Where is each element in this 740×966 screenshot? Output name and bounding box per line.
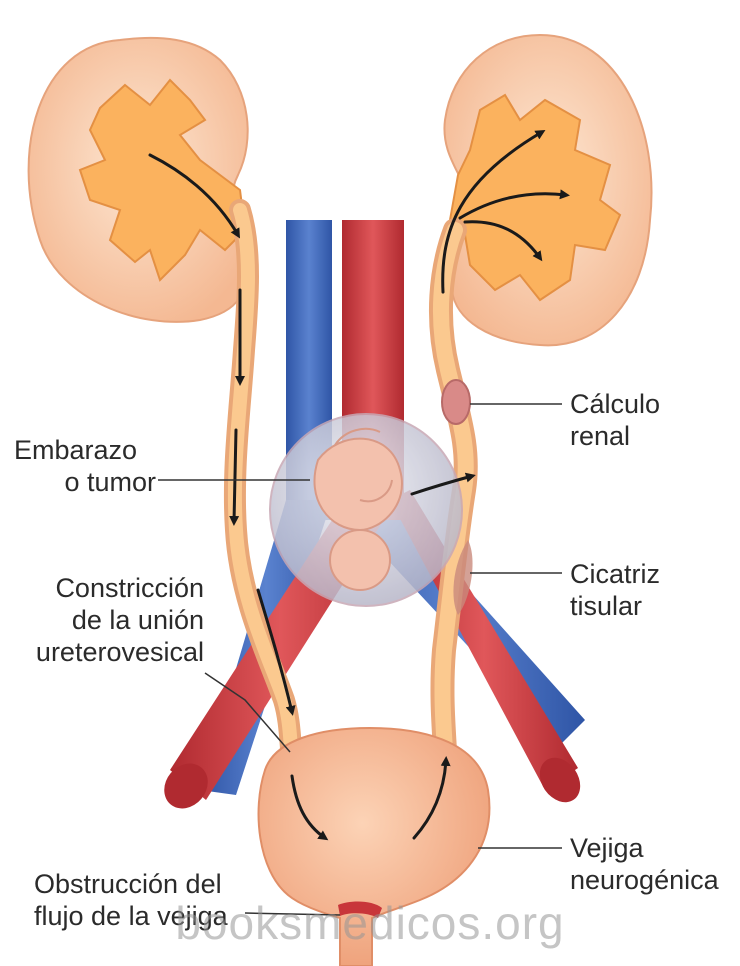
- arrow-left-ureter-2: [234, 430, 236, 522]
- label-constriccion: Constricción de la unión ureterovesical: [14, 572, 204, 668]
- watermark: booksmedicos.org: [0, 896, 740, 950]
- right-kidney: [444, 35, 651, 345]
- label-vejiga-neurogenica: Vejiga neurogénica: [570, 832, 719, 896]
- left-kidney: [29, 38, 248, 322]
- pregnancy-sac: [270, 414, 462, 606]
- label-embarazo-tumor: Embarazo o tumor: [14, 434, 156, 498]
- label-calculo-renal: Cálculo renal: [570, 388, 660, 452]
- label-cicatriz-tisular: Cicatriz tisular: [570, 558, 660, 622]
- renal-stone: [442, 380, 470, 424]
